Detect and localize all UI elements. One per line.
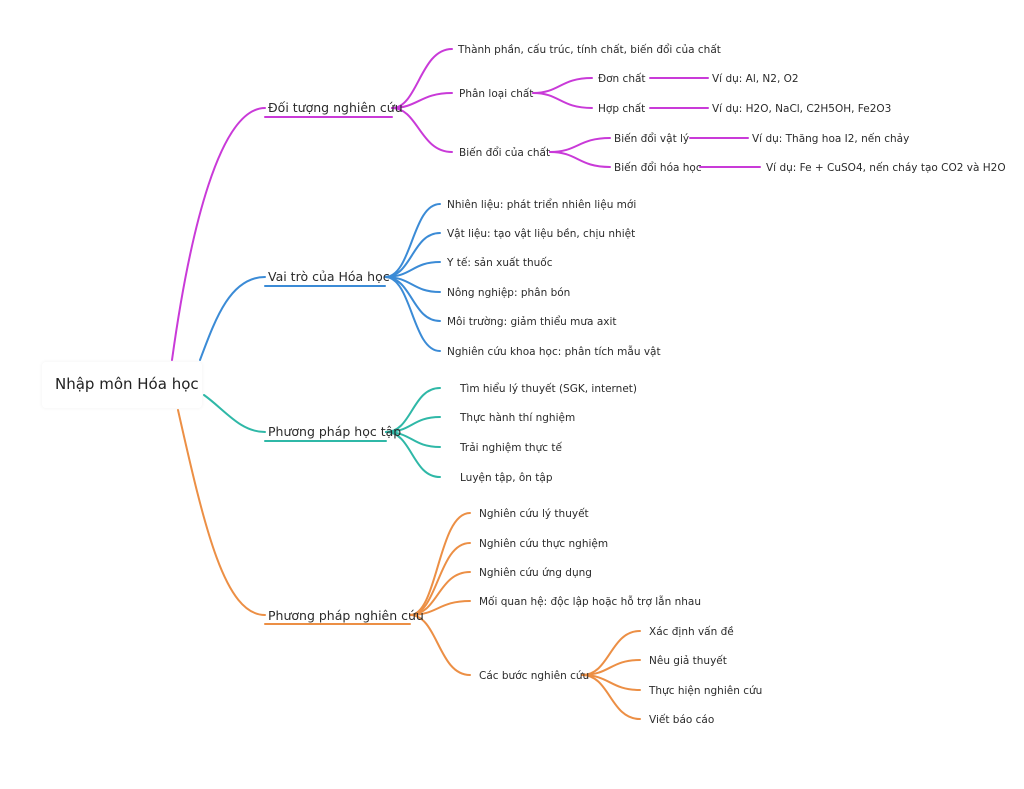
edge-pp-nghien-cuu-c2 (409, 542, 471, 616)
branch-doi-tuong: Đối tượng nghiên cứu Thành phần, cấu trú… (171, 43, 1006, 361)
edge-root-pp-hoc-tap (203, 394, 266, 433)
node-pp-nghien-cuu[interactable]: Phương pháp nghiên cứu (268, 608, 424, 623)
node-nc-thuc-nghiem[interactable]: Nghiên cứu thực nghiệm (479, 538, 608, 550)
node-phan-loai-chat[interactable]: Phân loại chất (459, 88, 533, 100)
node-nc-ly-thuyet[interactable]: Nghiên cứu lý thuyết (479, 508, 589, 520)
edge-pp-nghien-cuu-c1 (409, 512, 471, 616)
node-nong-nghiep[interactable]: Nông nghiệp: phân bón (447, 287, 570, 299)
node-tim-hieu-ly-thuyet[interactable]: Tìm hiểu lý thuyết (SGK, internet) (459, 382, 637, 395)
edge-cac-buoc-c1 (581, 630, 641, 676)
node-pp-hoc-tap[interactable]: Phương pháp học tập (268, 424, 401, 439)
edge-pp-nghien-cuu-c4 (409, 600, 471, 616)
node-moi-truong[interactable]: Môi trường: giảm thiểu mưa axit (447, 315, 617, 328)
node-bien-doi-vat-ly[interactable]: Biến đổi vật lý (614, 132, 689, 145)
node-hop-chat[interactable]: Hợp chất (598, 103, 645, 115)
node-thuc-hanh-thi-nghiem[interactable]: Thực hành thí nghiệm (459, 412, 575, 424)
node-vidu-hop-chat[interactable]: Ví dụ: H2O, NaCl, C2H5OH, Fe2O3 (712, 103, 891, 115)
node-doi-tuong-nghien-cuu[interactable]: Đối tượng nghiên cứu (268, 100, 403, 115)
edge-root-vai-tro (199, 276, 266, 361)
node-nc-ung-dung[interactable]: Nghiên cứu ứng dụng (479, 567, 592, 579)
node-don-chat[interactable]: Đơn chất (598, 73, 646, 85)
branch-pp-hoc-tap: Phương pháp học tập Tìm hiểu lý thuyết (… (203, 382, 637, 484)
branch-vai-tro: Vai trò của Hóa học Nhiên liệu: phát tri… (199, 198, 661, 361)
node-vai-tro-hoa-hoc[interactable]: Vai trò của Hóa học (268, 269, 390, 284)
edge-vai-tro-c6 (384, 276, 441, 352)
edge-pp-nghien-cuu-c5 (409, 614, 471, 676)
edge-pp-nghien-cuu-c3 (409, 571, 471, 616)
branch-pp-nghien-cuu: Phương pháp nghiên cứu Nghiên cứu lý thu… (177, 409, 762, 726)
node-trai-nghiem-thuc-te[interactable]: Trải nghiệm thực tế (459, 442, 562, 454)
node-vat-lieu[interactable]: Vật liệu: tạo vật liệu bền, chịu nhiệt (447, 228, 635, 240)
edge-doi-tuong-c3 (391, 107, 453, 153)
node-neu-gia-thuyet[interactable]: Nêu giả thuyết (649, 655, 727, 667)
edge-root-doi-tuong (171, 107, 266, 361)
edge-bien-doi-vat-ly (549, 137, 611, 153)
node-viet-bao-cao[interactable]: Viết báo cáo (649, 714, 714, 726)
edge-doi-tuong-c2 (391, 92, 453, 109)
edge-root-pp-nghien-cuu (177, 409, 266, 616)
edge-cac-buoc-c4 (581, 674, 641, 720)
edge-phan-loai-hop-chat (532, 92, 593, 109)
edge-pp-hoc-tap-c4 (385, 431, 441, 478)
edge-vai-tro-c1 (384, 203, 441, 278)
node-vidu-don-chat[interactable]: Ví dụ: Al, N2, O2 (712, 73, 799, 85)
edge-bien-doi-hoa-hoc (549, 151, 611, 168)
root-node-label[interactable]: Nhập môn Hóa học (55, 375, 199, 393)
node-y-te[interactable]: Y tế: sản xuất thuốc (446, 257, 553, 269)
node-moi-quan-he[interactable]: Mối quan hệ: độc lập hoặc hỗ trợ lẫn nha… (479, 595, 701, 608)
edge-doi-tuong-c1 (391, 48, 453, 109)
node-nghien-cuu-khoa-hoc[interactable]: Nghiên cứu khoa học: phân tích mẫu vật (447, 345, 661, 358)
node-cac-buoc-nghien-cuu[interactable]: Các bước nghiên cứu (479, 670, 589, 682)
node-vidu-vat-ly[interactable]: Ví dụ: Thăng hoa I2, nến chảy (752, 133, 909, 145)
node-thanh-phan[interactable]: Thành phần, cấu trúc, tính chất, biến đổ… (457, 43, 721, 56)
root-node-box[interactable] (42, 362, 202, 408)
node-vidu-hoa-hoc[interactable]: Ví dụ: Fe + CuSO4, nến cháy tạo CO2 và H… (766, 162, 1006, 174)
node-bien-doi-cua-chat[interactable]: Biến đổi của chất (459, 146, 550, 159)
node-xac-dinh-van-de[interactable]: Xác định vấn đề (649, 626, 734, 638)
edge-phan-loai-don-chat (532, 77, 593, 94)
node-thuc-hien-nghien-cuu[interactable]: Thực hiện nghiên cứu (648, 685, 762, 697)
node-luyen-tap-on-tap[interactable]: Luyện tập, ôn tập (460, 472, 553, 484)
node-nhien-lieu[interactable]: Nhiên liệu: phát triển nhiên liệu mới (447, 198, 636, 211)
node-bien-doi-hoa-hoc[interactable]: Biến đổi hóa học (614, 161, 702, 174)
